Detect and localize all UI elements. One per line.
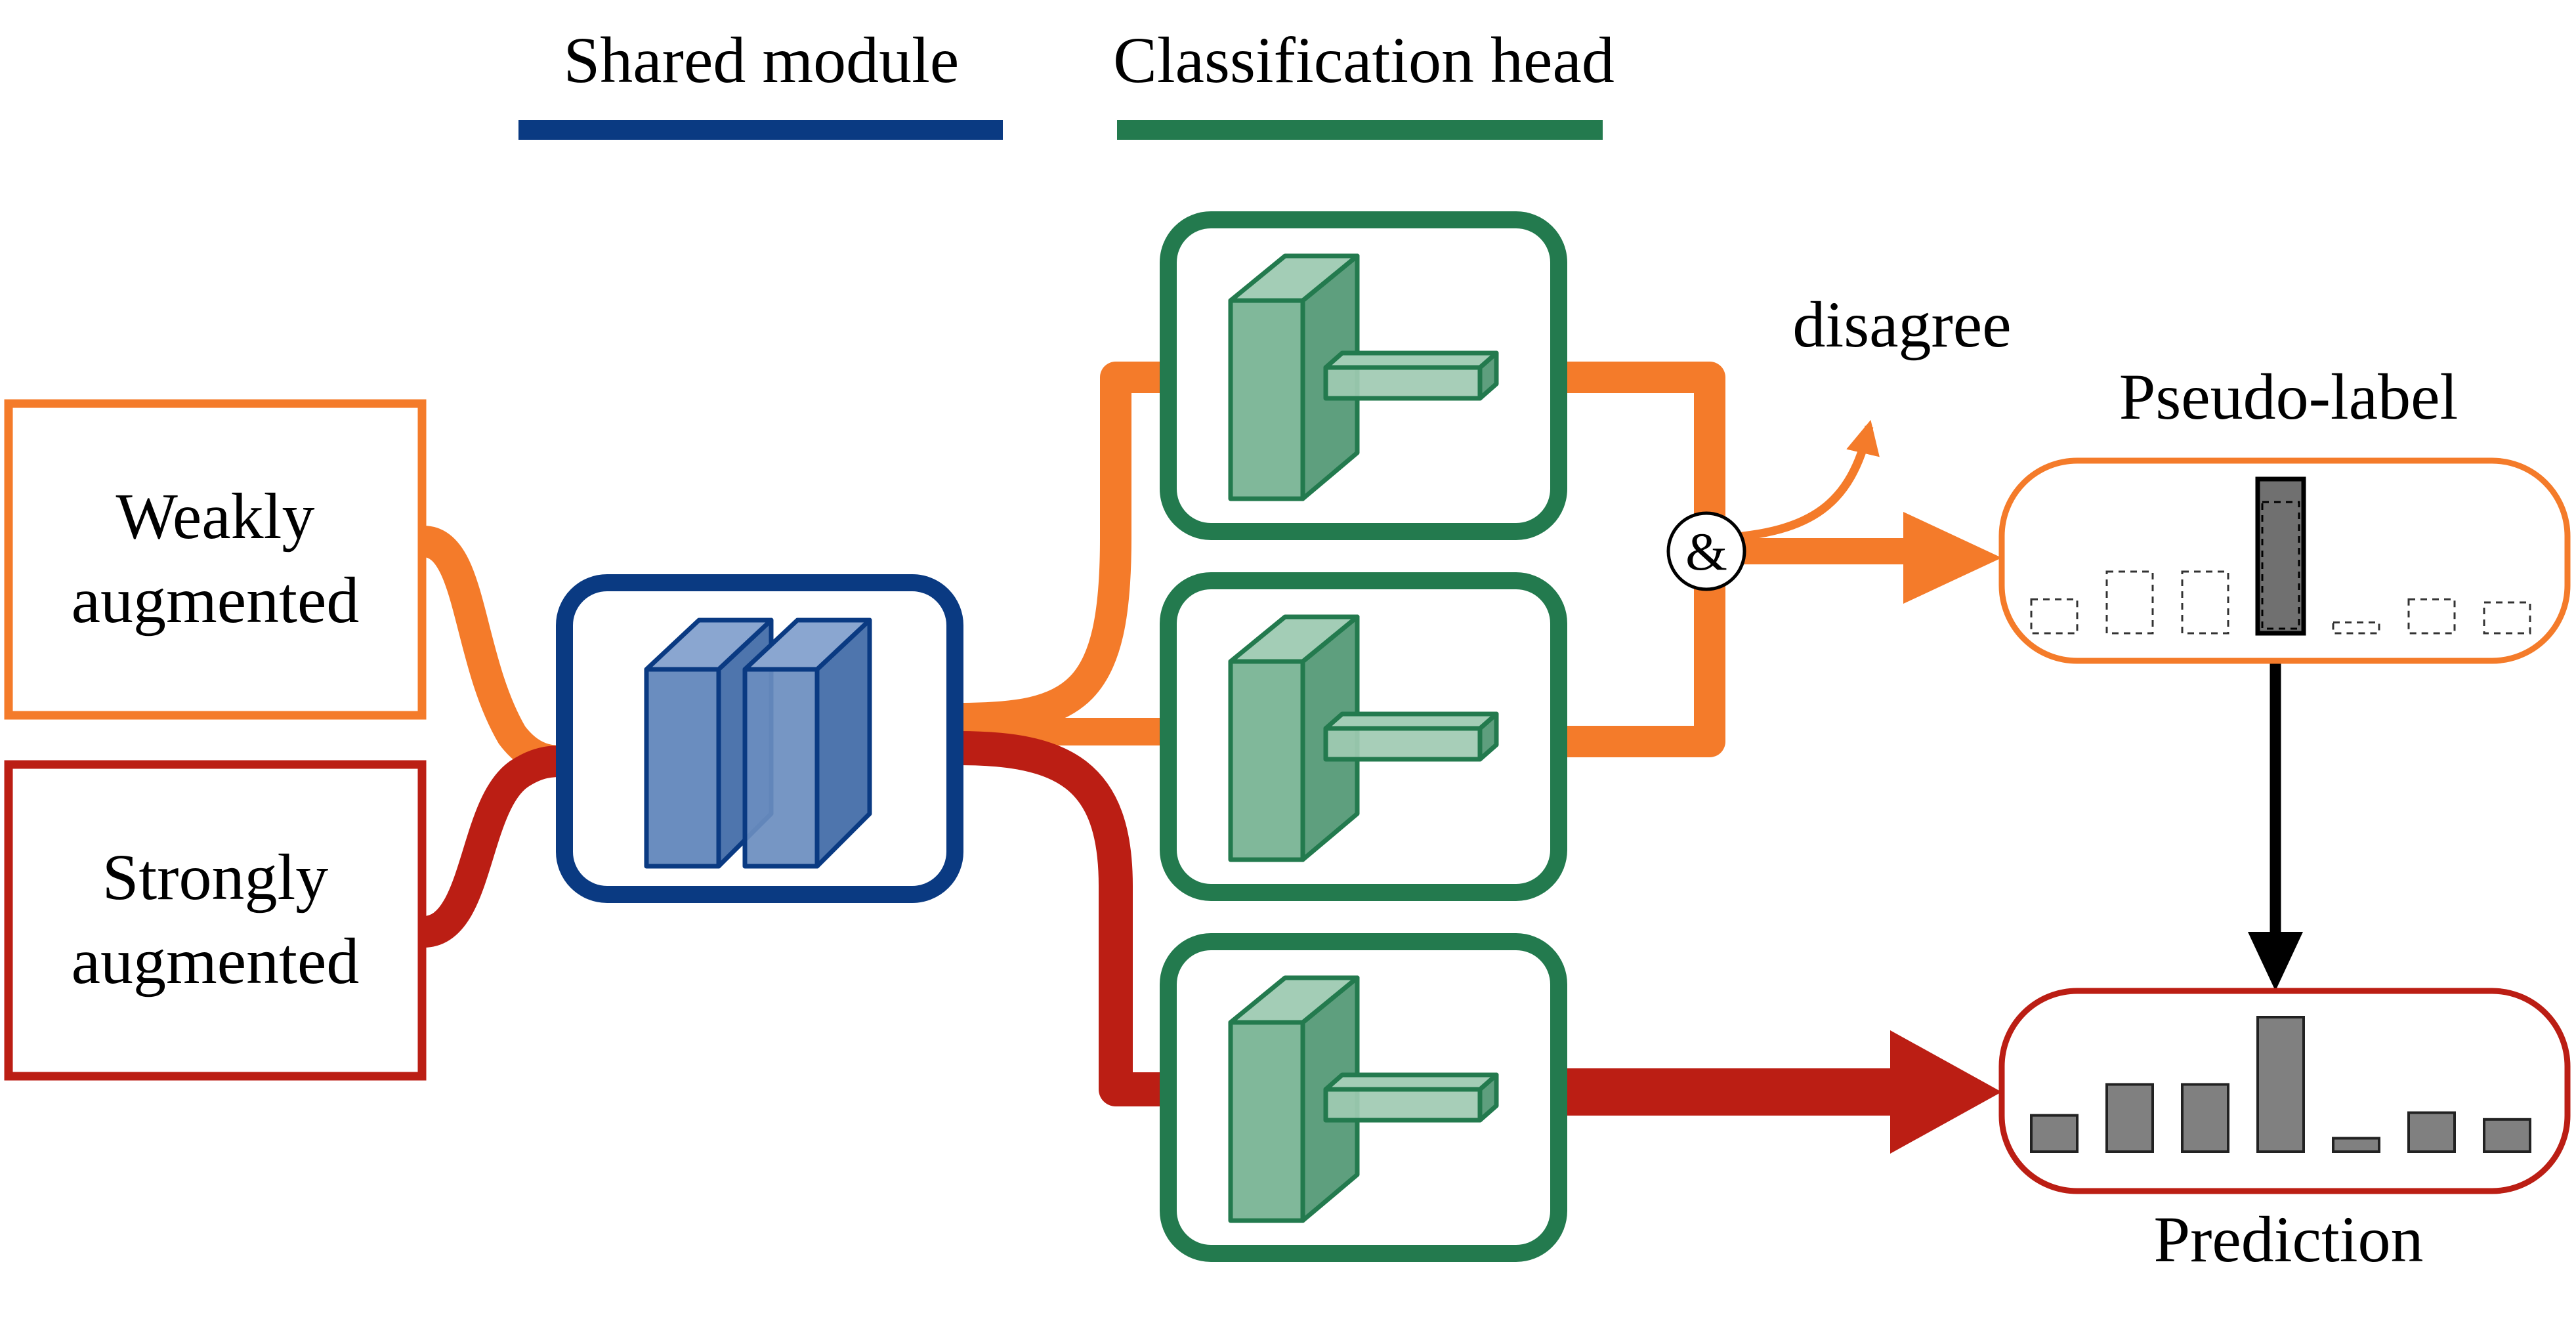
pseudo-label-bar xyxy=(2332,621,2380,635)
pseudo-label-histogram xyxy=(2030,476,2531,636)
weak-input-box: Weakly augmented xyxy=(4,399,427,720)
prediction-bar xyxy=(2332,1137,2380,1153)
strong-input-label-line2: augmented xyxy=(72,925,360,997)
prediction-flow-line xyxy=(1559,1068,1916,1116)
legend: Shared module Classification head xyxy=(518,24,1615,140)
shared-block-2 xyxy=(742,618,872,869)
pseudo-label-bar xyxy=(2105,570,2154,635)
classification-head-1 xyxy=(1160,211,1567,540)
head1-output-flow xyxy=(1559,362,1725,538)
strong-input-box: Strongly augmented xyxy=(4,760,427,1081)
and-combiner: & xyxy=(1666,511,1746,591)
classification-head-legend-label: Classification head xyxy=(1113,24,1615,96)
head-fc-block xyxy=(1323,1072,1499,1123)
prediction-bar xyxy=(2407,1111,2456,1154)
pseudo-label-bar xyxy=(2407,598,2456,635)
and-combiner-circle xyxy=(1666,511,1746,591)
pseudo-label-bar xyxy=(2181,570,2229,635)
shared-module-legend-label: Shared module xyxy=(564,24,960,96)
agree-flow-arrowhead xyxy=(1903,512,2002,604)
pseudo-label-bar-selected xyxy=(2255,476,2306,636)
head-conv-block xyxy=(1228,614,1360,862)
prediction-histogram xyxy=(2030,1016,2531,1154)
pseudo-label-title: Pseudo-label xyxy=(2119,360,2459,433)
and-symbol: & xyxy=(1685,522,1727,581)
prediction-title: Prediction xyxy=(2153,1203,2423,1276)
weak-input-flow xyxy=(421,526,565,777)
shared-module xyxy=(556,574,963,903)
weak-input-label-line1: Weakly xyxy=(116,480,315,553)
weak-flow-head1 xyxy=(942,362,1184,734)
classification-heads xyxy=(1160,211,1567,1262)
pseudo-label-bar xyxy=(2030,598,2079,635)
prediction-bar xyxy=(2181,1083,2229,1153)
strong-input-flow xyxy=(421,745,565,948)
prediction-bar xyxy=(2256,1016,2305,1153)
disagree-label: disagree xyxy=(1792,288,2011,361)
prediction-bar xyxy=(2030,1114,2079,1154)
head-fc-block xyxy=(1323,711,1499,762)
prediction-flow-arrowhead xyxy=(1890,1030,2002,1154)
pseudo-label-bar xyxy=(2483,601,2531,635)
classification-head-3 xyxy=(1160,933,1567,1262)
classification-head-2 xyxy=(1160,572,1567,901)
head2-output-flow xyxy=(1543,545,1725,757)
disagree-flow-arrow xyxy=(1722,419,1880,543)
prediction-bar xyxy=(2105,1083,2154,1153)
prediction-bar xyxy=(2483,1118,2531,1154)
pseudo-label-bar-dashed-outline xyxy=(2261,501,2300,630)
strong-input-label-line1: Strongly xyxy=(102,841,328,913)
weak-input-label-line2: augmented xyxy=(72,564,360,637)
flow-connections xyxy=(421,362,2303,1154)
supervision-flow-arrowhead xyxy=(2248,932,2303,991)
strong-flow-head3 xyxy=(941,731,1185,1106)
head-fc-block xyxy=(1323,350,1499,401)
